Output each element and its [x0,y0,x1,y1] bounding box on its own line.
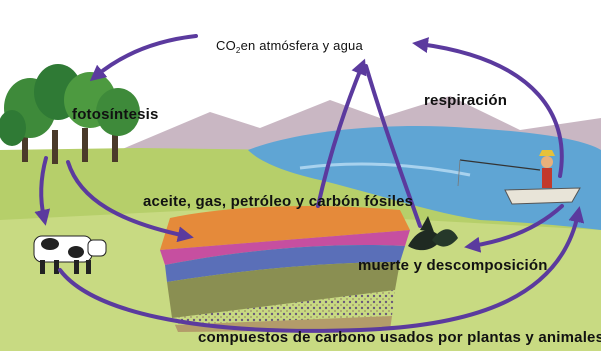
carbon-compounds-label: compuestos de carbono usados por plantas… [198,329,601,346]
fossil-fuels-label: aceite, gas, petróleo y carbón fósiles [143,193,414,210]
bird-icon [408,216,458,251]
arrow-respiration-to-atmosphere [412,37,564,178]
co2-subscript: 2 [235,46,241,55]
arrow-trees-to-cow [34,156,51,226]
arrow-trees-to-strata [66,160,194,243]
respiration-label: respiración [424,92,508,109]
arrow-decomposition-to-atmosphere [364,64,422,228]
co2-atmosphere-label: CO2en atmósfera y agua [216,38,363,55]
fisherman-icon [457,150,581,205]
tree-icon [0,64,140,164]
arrow-fisherman-to-decomposition [464,204,564,253]
photosynthesis-label: fotosíntesis [72,106,159,123]
rock-strata-icon [160,206,410,332]
cycle-arrows [34,34,585,333]
arrow-strata-to-atmosphere [316,58,367,208]
co2-prefix: CO [216,38,236,53]
lake-highlight [299,162,471,177]
arrow-atmosphere-to-trees [89,34,198,82]
cow-icon [33,235,107,274]
arrow-cow-to-compounds [58,206,585,333]
death-decomposition-label: muerte y descomposición [358,257,548,274]
co2-rest: en atmósfera y agua [240,38,363,53]
